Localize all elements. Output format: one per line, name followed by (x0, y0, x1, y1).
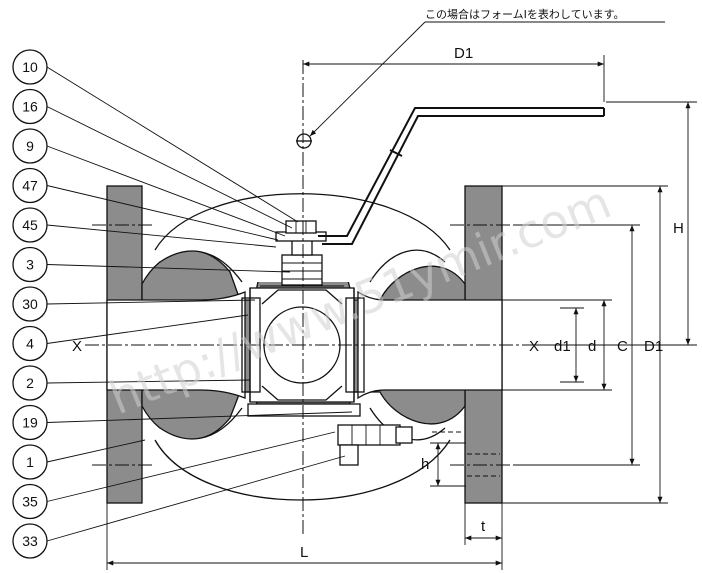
dim-label-d1-right: D1 (644, 338, 663, 355)
callout-leader (46, 106, 293, 229)
callout-number: 35 (22, 494, 38, 510)
callout-leader (46, 455, 346, 542)
callout-bubble (12, 49, 48, 85)
callout-bubble (12, 444, 48, 480)
callout-bubble (12, 128, 48, 164)
axis-label-x-left: X (72, 338, 82, 355)
callout-leader (46, 411, 353, 423)
bolt-assembly (337, 424, 462, 466)
callout-leader (46, 264, 291, 273)
callout-number: 3 (26, 257, 34, 273)
callout-bubble (12, 365, 48, 401)
handle-lever (318, 107, 604, 237)
callout-leader (46, 314, 249, 344)
sphere-bottom-outline (154, 439, 451, 501)
sphere-top-outline (154, 193, 451, 251)
callout-leader (46, 66, 299, 223)
callout-number: 4 (26, 336, 34, 352)
axis-label-x-right: X (529, 338, 539, 355)
stem (291, 239, 313, 256)
dimension-lines (106, 55, 697, 570)
callout-number: 30 (22, 296, 38, 312)
callout-number: 45 (22, 217, 38, 233)
left-bore (106, 291, 246, 399)
callout-leader (46, 224, 277, 248)
callout-leader (46, 145, 286, 237)
dim-label-t: t (481, 518, 486, 535)
part-number-callouts: 10 16 9 47 45 3 30 4 2 19 1 35 33 (12, 49, 353, 559)
callout-leader (46, 185, 279, 241)
callout-number: 33 (22, 533, 38, 549)
callout-bubble (12, 207, 48, 243)
callout-bubble (12, 483, 48, 520)
stem-assembly (275, 107, 605, 286)
callout-leader (46, 439, 146, 463)
dim-label-d: d (588, 338, 596, 355)
callout-number: 10 (22, 59, 38, 75)
callout-leader (46, 299, 256, 305)
note-leader (309, 21, 426, 137)
callout-leader (46, 379, 251, 384)
bolt (337, 424, 401, 446)
dim-label-h: H (673, 220, 684, 237)
nut (285, 220, 317, 234)
callout-bubble (12, 246, 48, 283)
dim-label-d1-top: D1 (454, 45, 473, 62)
callout-number: 16 (22, 99, 38, 115)
dim-label-l: L (300, 544, 308, 561)
callout-number: 47 (22, 178, 38, 194)
callout-leader (46, 431, 336, 502)
flange-bolt-holes (92, 224, 515, 477)
callout-number: 9 (26, 138, 34, 154)
callout-number: 1 (26, 454, 34, 470)
callout-bubble (12, 286, 48, 322)
form-note: この場合はフォームⅠを表わしています。 (425, 7, 624, 21)
callout-bubble (12, 325, 48, 362)
dim-label-h-small: h (421, 456, 429, 473)
dim-label-d1: d1 (554, 338, 571, 355)
callout-bubble (12, 523, 48, 559)
dim-label-c: C (617, 338, 628, 355)
callout-number: 19 (22, 415, 38, 431)
callout-number: 2 (26, 375, 34, 391)
callout-bubble (12, 88, 48, 125)
callout-bubble (12, 167, 48, 204)
gland (281, 254, 323, 286)
callout-bubble (12, 404, 48, 441)
